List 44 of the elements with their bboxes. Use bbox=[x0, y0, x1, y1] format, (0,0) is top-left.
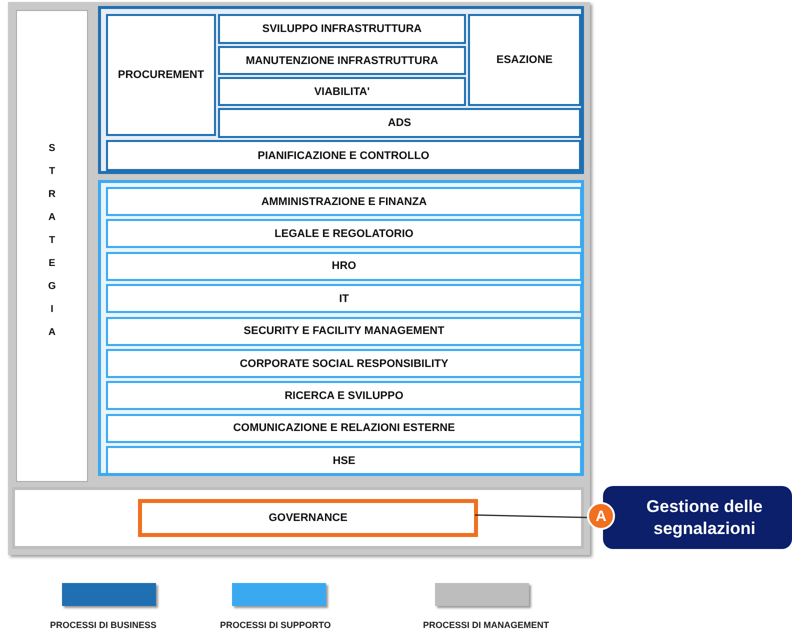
process-label: LEGALE E REGOLATORIO bbox=[274, 228, 414, 240]
process-box bbox=[106, 140, 581, 171]
governance-panel bbox=[12, 487, 584, 549]
process-label: IT bbox=[339, 292, 349, 305]
process-label: PROCUREMENT bbox=[118, 69, 204, 81]
process-box bbox=[106, 446, 582, 476]
process-box bbox=[218, 77, 466, 106]
process-label: SECURITY E FACILITY MANAGEMENT bbox=[244, 325, 444, 338]
process-label: PIANIFICAZIONE E CONTROLLO bbox=[258, 150, 430, 162]
process-label: HSE bbox=[332, 454, 356, 467]
process-label: AMMINISTRAZIONE E FINANZA bbox=[261, 196, 427, 208]
process-box bbox=[218, 108, 581, 138]
process-box bbox=[106, 316, 582, 346]
callout-title: Gestione delle segnalazioni bbox=[645, 496, 764, 540]
process-label: VIABILITA' bbox=[314, 86, 370, 98]
process-label: MANUTENZIONE INFRASTRUTTURA bbox=[246, 54, 438, 66]
legend-label: PROCESSI DI MANAGEMENT bbox=[423, 620, 550, 630]
process-box bbox=[106, 414, 582, 443]
process-box bbox=[106, 14, 216, 136]
process-box bbox=[106, 349, 582, 378]
process-box bbox=[106, 252, 582, 281]
strategy-label: STRATEGIA bbox=[46, 142, 58, 350]
process-box bbox=[468, 14, 581, 106]
process-box bbox=[106, 219, 582, 248]
process-box bbox=[218, 14, 466, 44]
process-box bbox=[218, 46, 466, 75]
process-box bbox=[106, 284, 582, 314]
strategy-column bbox=[16, 10, 88, 482]
process-box bbox=[106, 381, 582, 410]
legend-label: PROCESSI DI BUSINESS bbox=[50, 620, 157, 630]
process-label: ADS bbox=[388, 117, 412, 129]
process-label: SVILUPPO INFRASTRUTTURA bbox=[262, 23, 422, 35]
support-panel bbox=[98, 180, 584, 476]
process-label: GOVERNANCE bbox=[268, 512, 348, 524]
panel-background bbox=[8, 2, 590, 555]
process-label: RICERCA E SVILUPPO bbox=[284, 390, 404, 402]
process-label: ESAZIONE bbox=[496, 54, 553, 66]
governance-box bbox=[138, 499, 478, 537]
process-label: HRO bbox=[332, 260, 356, 272]
legend-label: PROCESSI DI SUPPORTO bbox=[220, 620, 331, 630]
business-panel bbox=[98, 6, 584, 174]
process-label: CORPORATE SOCIAL RESPONSIBILITY bbox=[240, 358, 448, 370]
process-box bbox=[106, 187, 582, 216]
process-label: COMUNICAZIONE E RELAZIONI ESTERNE bbox=[233, 422, 455, 434]
